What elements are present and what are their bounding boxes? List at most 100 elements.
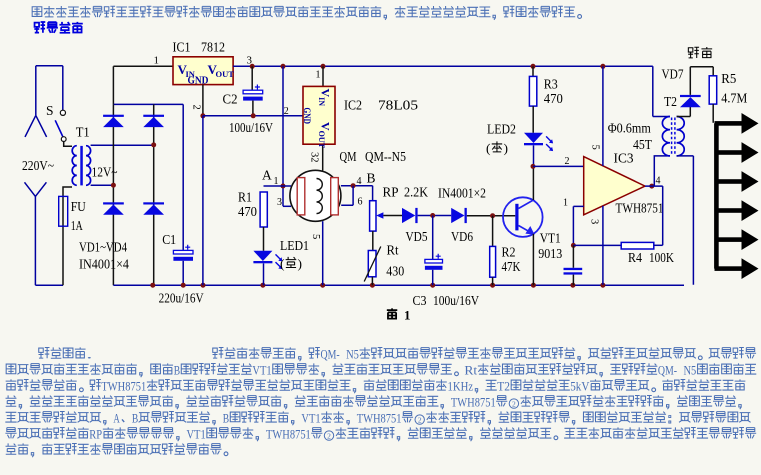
- svg-text:N5: N5: [346, 348, 359, 362]
- svg-text:R2: R2: [502, 245, 516, 260]
- svg-text:100K: 100K: [649, 250, 674, 265]
- svg-text:R3: R3: [544, 77, 558, 92]
- svg-text:GND: GND: [188, 76, 209, 87]
- svg-text:T2: T2: [664, 94, 677, 109]
- svg-text:(: (: [486, 140, 491, 155]
- svg-text:7812: 7812: [201, 40, 225, 55]
- svg-text:1A: 1A: [71, 218, 83, 233]
- svg-text:100u/16V: 100u/16V: [433, 293, 479, 308]
- svg-text:Rt: Rt: [387, 243, 399, 258]
- svg-text:R4: R4: [628, 250, 642, 265]
- svg-text:Φ0.6mm: Φ0.6mm: [608, 121, 651, 136]
- svg-text:IN: IN: [186, 69, 196, 79]
- svg-text:VD7: VD7: [662, 67, 684, 82]
- svg-text:100u/16V: 100u/16V: [229, 120, 273, 135]
- svg-text:47K: 47K: [502, 259, 521, 274]
- svg-text:B: B: [367, 171, 376, 186]
- svg-text:1: 1: [316, 70, 321, 81]
- svg-text:12V~: 12V~: [92, 165, 118, 180]
- svg-text:VD6: VD6: [451, 229, 473, 244]
- svg-text:T1: T1: [76, 125, 90, 140]
- svg-text:2: 2: [327, 432, 331, 441]
- svg-text:C3: C3: [413, 293, 427, 308]
- svg-text:VT1: VT1: [252, 364, 271, 378]
- svg-text:OUT: OUT: [216, 69, 235, 79]
- svg-text:Rt: Rt: [464, 364, 477, 378]
- svg-text:RP: RP: [89, 428, 102, 442]
- svg-text:TWH8751: TWH8751: [616, 201, 664, 216]
- svg-text:78L05: 78L05: [378, 98, 418, 113]
- svg-text:3: 3: [589, 219, 600, 224]
- svg-text:V: V: [208, 62, 218, 77]
- svg-text:1: 1: [563, 198, 568, 209]
- svg-text:1: 1: [404, 308, 411, 323]
- svg-text:T2: T2: [497, 380, 510, 394]
- svg-text:TWH8751: TWH8751: [101, 380, 146, 394]
- svg-text:IC3: IC3: [614, 151, 634, 166]
- svg-text:5: 5: [310, 234, 321, 239]
- svg-text:A: A: [262, 168, 272, 183]
- svg-text:B: B: [174, 364, 180, 378]
- svg-text:LED2: LED2: [487, 122, 516, 137]
- svg-text:4: 4: [357, 176, 362, 187]
- svg-text:R1: R1: [238, 190, 252, 205]
- svg-text:FU: FU: [71, 199, 86, 214]
- svg-text:2: 2: [191, 105, 202, 110]
- svg-text:6: 6: [358, 197, 363, 208]
- svg-text:2: 2: [418, 416, 422, 425]
- svg-text:2: 2: [284, 106, 289, 117]
- svg-text:VT1: VT1: [301, 412, 320, 426]
- svg-text:LED1: LED1: [280, 238, 309, 253]
- svg-text:IC1: IC1: [173, 40, 191, 55]
- svg-text:QM-: QM-: [321, 348, 340, 362]
- svg-text:C2: C2: [223, 92, 238, 107]
- svg-text:3: 3: [247, 55, 253, 67]
- svg-text:3: 3: [277, 197, 282, 208]
- svg-text:GND: GND: [301, 108, 311, 124]
- svg-text:V: V: [178, 62, 188, 77]
- svg-text:5: 5: [590, 145, 601, 150]
- svg-text:TWH8751: TWH8751: [451, 396, 496, 410]
- svg-text:QM-: QM-: [658, 364, 677, 378]
- svg-text:220u/16V: 220u/16V: [159, 291, 204, 306]
- svg-text:2: 2: [565, 156, 570, 167]
- svg-text:): ): [298, 256, 303, 271]
- svg-text:IC2: IC2: [344, 98, 362, 113]
- svg-text:VD1~VD4: VD1~VD4: [79, 240, 127, 255]
- svg-text:C1: C1: [162, 232, 176, 247]
- svg-text:S: S: [46, 103, 54, 118]
- svg-text:1: 1: [154, 55, 160, 67]
- svg-text:VT1: VT1: [540, 231, 561, 246]
- svg-text:R5: R5: [721, 71, 736, 86]
- svg-text:(: (: [280, 256, 285, 271]
- svg-text:5kV: 5kV: [570, 380, 589, 394]
- svg-text:RP: RP: [383, 185, 399, 200]
- svg-text:220V~: 220V~: [22, 158, 54, 173]
- svg-text:45T: 45T: [633, 137, 653, 152]
- svg-text:TWH8751: TWH8751: [357, 412, 402, 426]
- svg-text:N5: N5: [684, 364, 697, 378]
- svg-text:1: 1: [274, 176, 279, 187]
- svg-text:B: B: [132, 412, 138, 426]
- svg-text:4: 4: [656, 176, 661, 187]
- svg-text:1KHz: 1KHz: [448, 380, 474, 394]
- svg-text:B: B: [223, 412, 229, 426]
- svg-text:.: .: [86, 348, 92, 362]
- svg-text:QM--N5: QM--N5: [365, 149, 406, 164]
- svg-text:2: 2: [512, 400, 516, 409]
- svg-text:32: 32: [309, 152, 320, 163]
- svg-text:2.2K: 2.2K: [404, 185, 428, 200]
- svg-text:): ): [504, 140, 509, 155]
- svg-text:A: A: [113, 412, 119, 426]
- svg-text:470: 470: [238, 204, 257, 219]
- svg-text:IN4001×4: IN4001×4: [79, 256, 129, 271]
- svg-text:470: 470: [544, 91, 563, 106]
- svg-text:9013: 9013: [538, 246, 562, 261]
- svg-text:IN4001×2: IN4001×2: [438, 186, 486, 201]
- svg-text:4.7M: 4.7M: [721, 91, 747, 106]
- svg-text:TWH8751: TWH8751: [266, 428, 311, 442]
- svg-text:VT1: VT1: [187, 428, 206, 442]
- svg-text:VD5: VD5: [406, 229, 428, 244]
- svg-text:QM: QM: [340, 149, 357, 164]
- svg-text:430: 430: [386, 263, 404, 278]
